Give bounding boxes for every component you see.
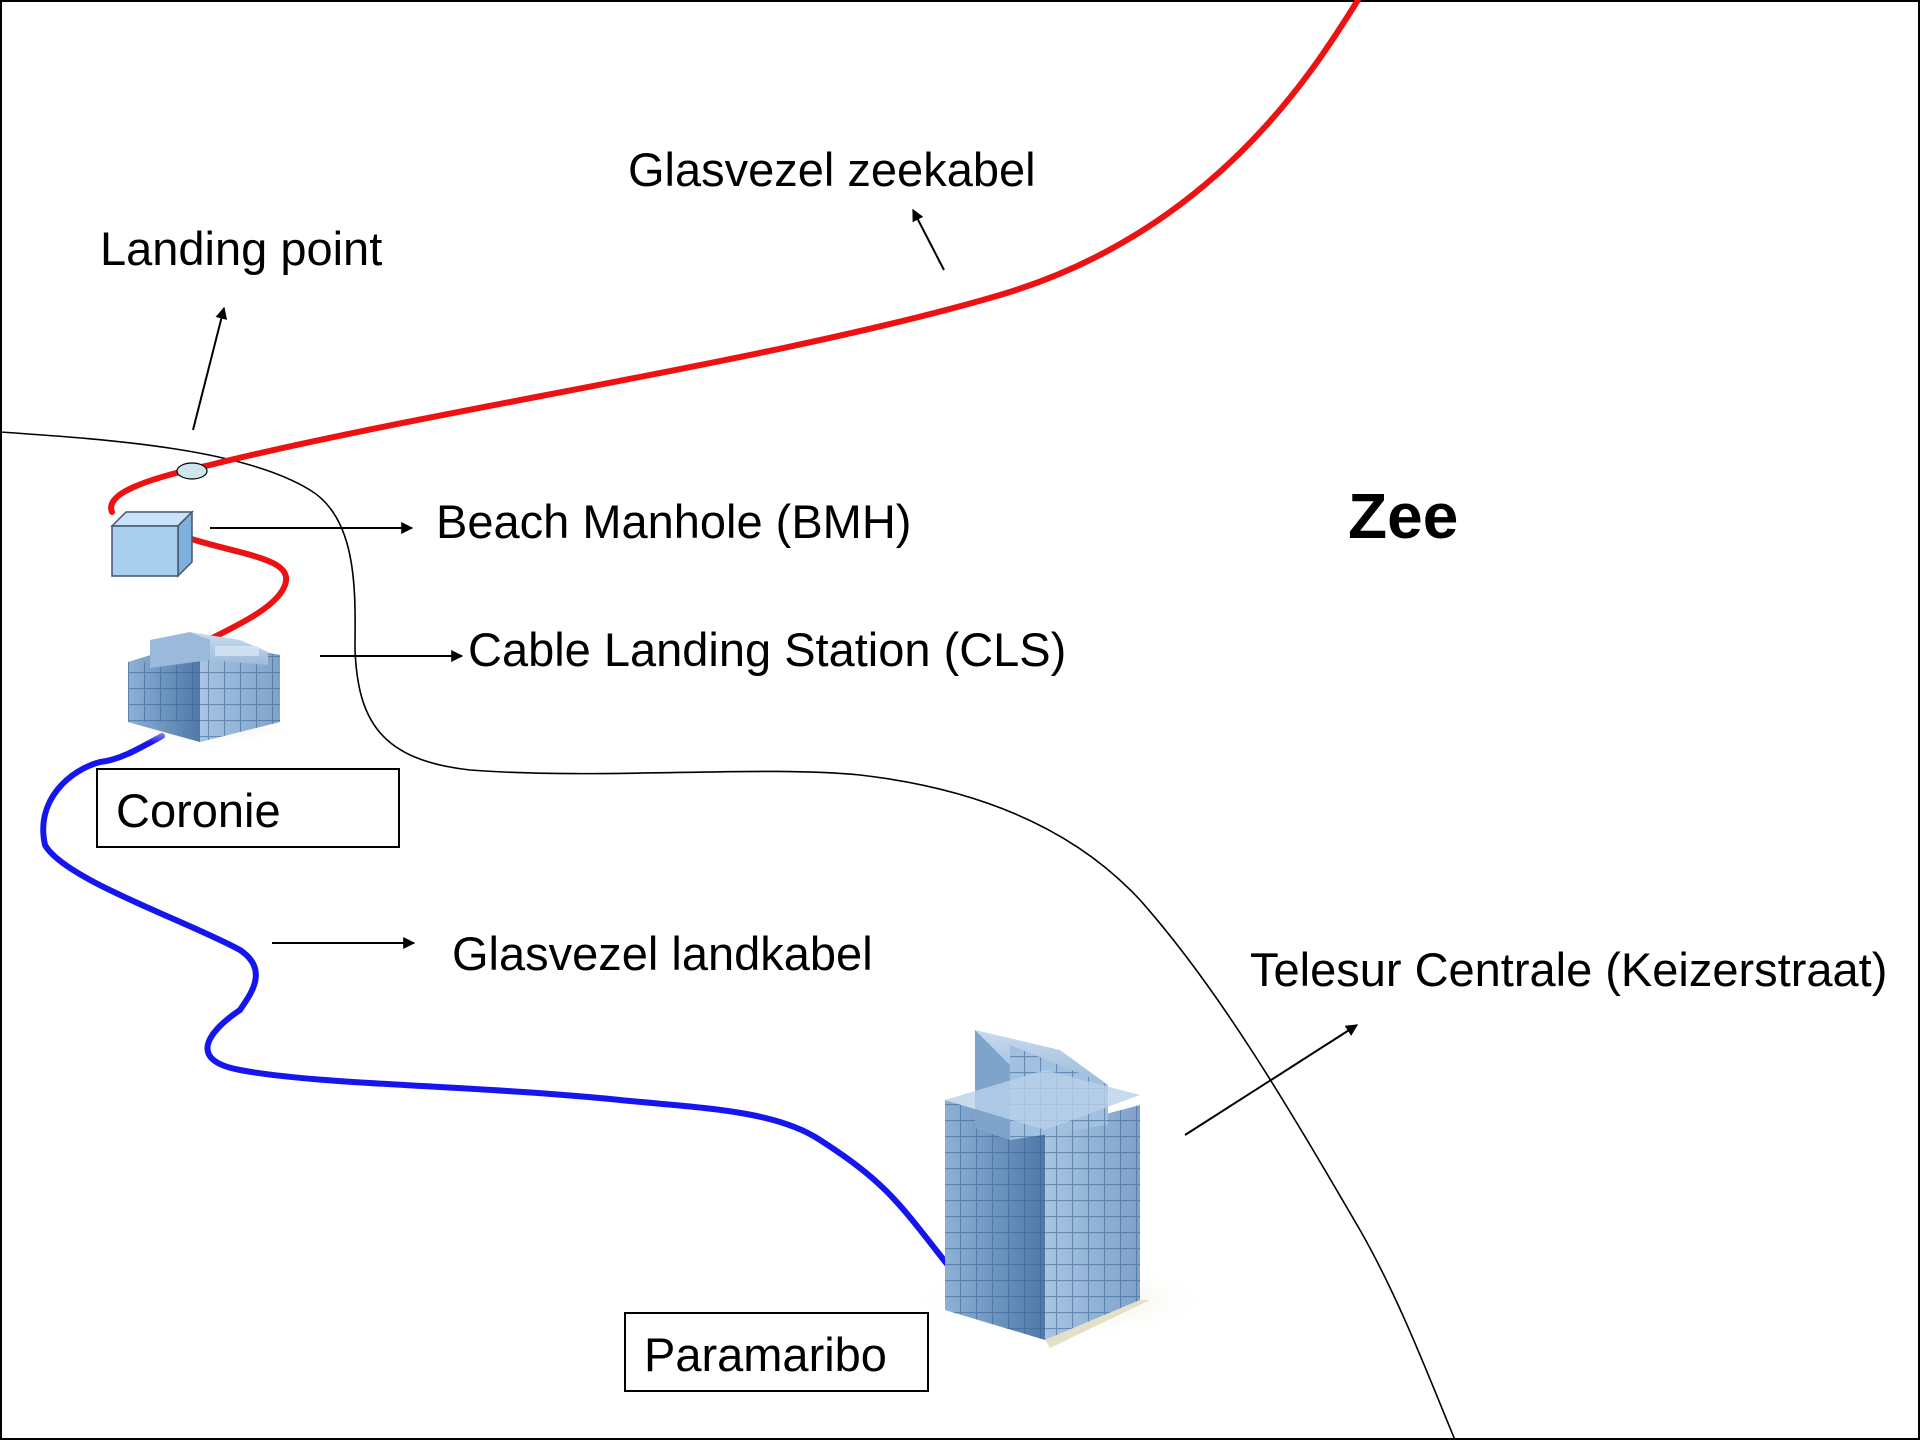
sea-label: Zee: [1348, 480, 1459, 552]
sea-cable-label: Glasvezel zeekabel: [628, 143, 1036, 196]
cls-label: Cable Landing Station (CLS): [468, 623, 1067, 676]
landing-point-arrow: [192, 306, 228, 431]
tower-building-icon: [905, 1030, 1215, 1348]
sea-cable-to-cls: [182, 534, 290, 643]
telesur-label: Telesur Centrale (Keizerstraat): [1250, 943, 1888, 996]
sea-cable-arrow: [912, 208, 945, 271]
coronie-label: Coronie: [116, 784, 281, 837]
paramaribo-box: Paramaribo: [624, 1312, 929, 1392]
land-cable-label: Glasvezel landkabel: [452, 927, 873, 980]
coastline: [0, 431, 1456, 1440]
coronie-box: Coronie: [96, 768, 400, 848]
telesur-arrow: [1184, 1024, 1359, 1136]
land-cable-line: [40, 733, 961, 1281]
office-building-icon: [110, 632, 300, 746]
landing-point-label: Landing point: [100, 222, 383, 275]
paramaribo-label: Paramaribo: [644, 1328, 887, 1381]
landing-point-marker: [176, 462, 208, 480]
box-icon: [110, 510, 194, 578]
bmh-label: Beach Manhole (BMH): [436, 495, 912, 548]
